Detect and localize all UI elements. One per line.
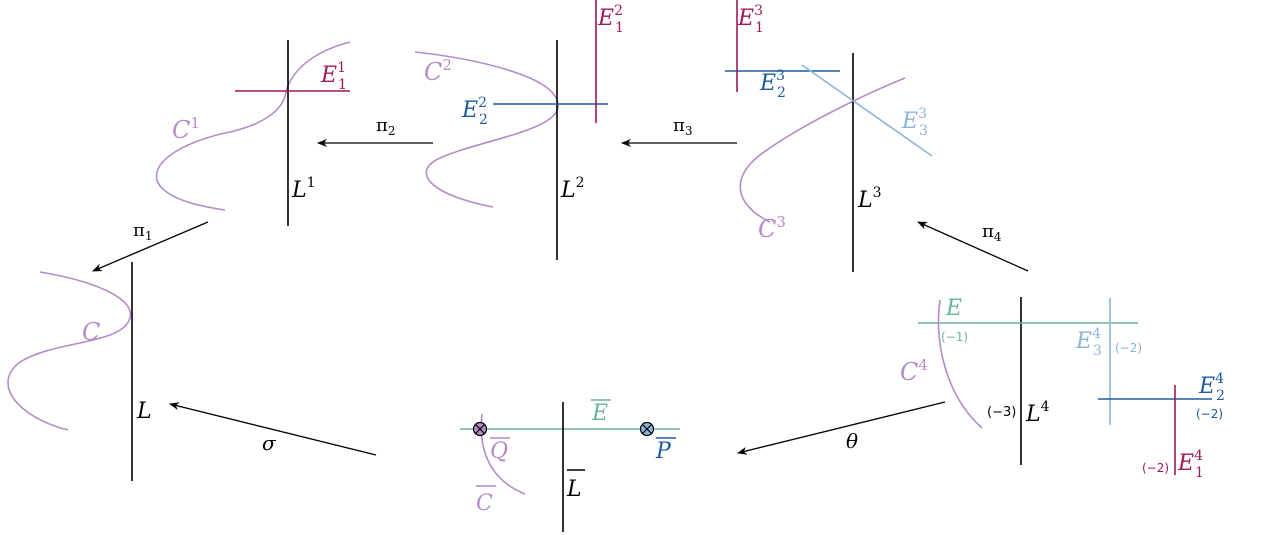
- curve-c4: [937, 299, 983, 429]
- arrow-pi4: [917, 221, 1029, 272]
- label-e-bar: E: [591, 401, 608, 426]
- label-l2: L2: [560, 175, 585, 203]
- curve-c2: [414, 51, 559, 208]
- label-theta: θ: [846, 429, 858, 453]
- label-c-bar: C: [476, 491, 493, 516]
- label-e: E: [945, 296, 962, 321]
- label-sigma: σ: [262, 431, 277, 455]
- label-l: L: [136, 399, 152, 424]
- label-l4: L4: [1025, 399, 1050, 427]
- label-p: P: [655, 439, 672, 464]
- label-e3-4-self: (−2): [1115, 341, 1142, 355]
- label-c2: C2: [424, 56, 452, 86]
- arrow-theta: [737, 401, 946, 455]
- curve-c1: [155, 41, 351, 211]
- curve-c3: [739, 77, 906, 223]
- arrows: π1 π2 π3 π4 σ θ: [92, 115, 1029, 456]
- line-e3-3: [801, 64, 933, 157]
- point-p-marker: [639, 421, 655, 437]
- label-q: Q: [490, 439, 508, 464]
- label-l3: L3: [857, 185, 882, 213]
- label-c1: C1: [172, 114, 200, 144]
- label-l-bar: L: [566, 477, 582, 502]
- arrow-pi1: [92, 221, 209, 272]
- label-pi2: π2: [376, 115, 395, 138]
- stage-0: C L: [7, 262, 152, 481]
- label-pi4: π4: [982, 221, 1002, 244]
- label-c4: C4: [900, 356, 928, 386]
- arrow-sigma: [169, 402, 377, 456]
- label-c: C: [82, 318, 100, 346]
- label-l1: L1: [291, 175, 316, 203]
- label-e1-4-self: (−2): [1142, 461, 1169, 475]
- label-e2-4-self: (−2): [1196, 407, 1223, 421]
- label-pi1: π1: [133, 220, 152, 243]
- label-pi3: π3: [673, 115, 692, 138]
- label-c3: C3: [758, 213, 786, 243]
- label-l4-self: (−3): [987, 405, 1016, 420]
- stage-bar: E Q P L C: [460, 399, 680, 532]
- point-q-marker: [472, 421, 488, 437]
- curve-c: [7, 271, 132, 431]
- label-e-self: (−1): [941, 330, 968, 344]
